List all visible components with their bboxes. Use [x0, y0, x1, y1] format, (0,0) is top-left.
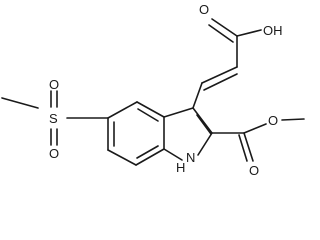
bond-single [1, 97, 39, 109]
bond-ring [197, 132, 213, 156]
atom-label-nitrogen: N [186, 150, 195, 165]
bond-ring [136, 101, 165, 118]
bond-ring [163, 107, 194, 118]
atom-label-sulfur: S [49, 111, 58, 126]
atom-label-oxygen: O [268, 113, 278, 128]
bond-single [281, 118, 305, 121]
bond-ring [163, 148, 183, 161]
atom-label-oxygen: O [49, 146, 59, 161]
bond-ring [192, 107, 213, 134]
atom-label-oxygen: O [249, 163, 259, 178]
bond-single [236, 29, 262, 37]
bond-double [238, 134, 248, 162]
bond-single [243, 123, 267, 134]
atom-label-hydrogen: H [176, 160, 185, 175]
molecule-drawing: OH O S O O O O H N [1, 2, 305, 178]
bond-double [211, 18, 238, 37]
bond-ring-double [136, 145, 159, 159]
atom-label-oh: OH [263, 23, 283, 38]
bond-double [203, 73, 238, 91]
bond-double [243, 132, 254, 162]
structure-diagram: OH O S O O O O H N [1, 2, 305, 178]
bond-double [201, 66, 238, 84]
bond-double [208, 24, 234, 43]
bond-single [192, 82, 203, 109]
bond-ring [135, 148, 165, 166]
bond-ring-double [137, 108, 159, 122]
atom-label-oxygen: O [199, 2, 209, 17]
bond-ring [107, 149, 137, 166]
bond-ring [107, 101, 138, 119]
bond-ring-double [196, 114, 212, 135]
atom-label-oxygen: O [49, 77, 59, 92]
